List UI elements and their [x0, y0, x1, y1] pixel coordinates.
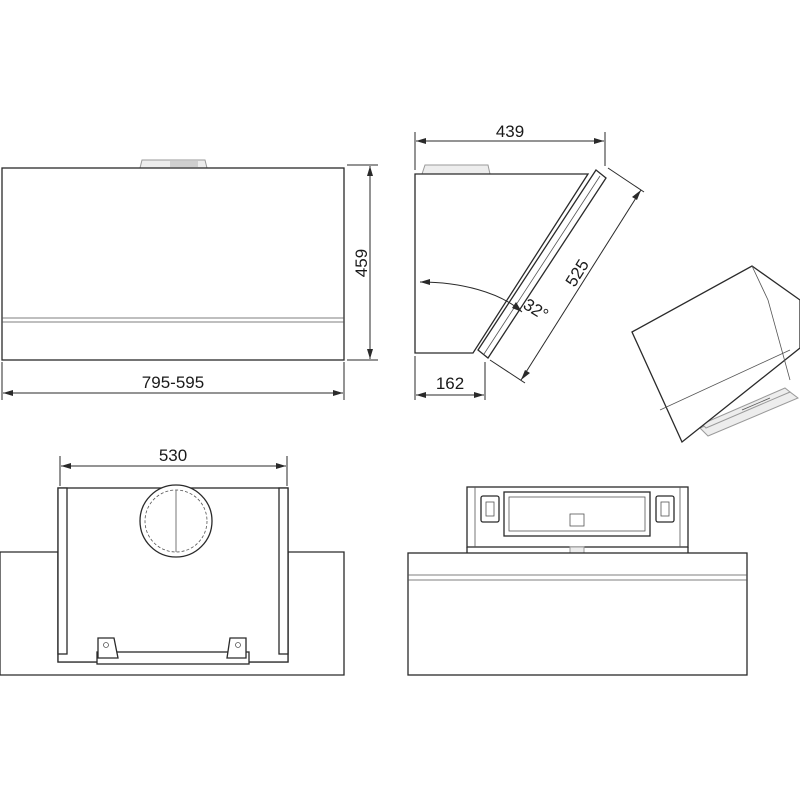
duct-spacing-dimension — [59, 456, 288, 486]
rear-view — [0, 484, 345, 676]
width-label: 795-595 — [142, 373, 204, 392]
side-top-outlet — [421, 164, 491, 175]
height-label: 459 — [352, 249, 371, 277]
depth-dimension — [414, 132, 606, 170]
base-depth-dimension — [414, 356, 486, 400]
base-depth-label: 162 — [436, 374, 464, 393]
front-panel — [1, 167, 345, 361]
perspective-glass — [631, 265, 800, 444]
glass-length-label: 525 — [562, 256, 593, 290]
left-bracket — [97, 637, 119, 659]
perspective-view — [631, 265, 800, 444]
glass-length-dimension — [489, 167, 645, 384]
underside-panel — [407, 552, 748, 676]
glass-panel — [477, 169, 607, 359]
underside-view — [407, 486, 748, 676]
duct-spacing-label: 530 — [159, 446, 187, 465]
side-body — [414, 173, 590, 354]
depth-label: 439 — [496, 122, 524, 141]
width-dimension — [1, 362, 345, 400]
height-dimension — [347, 164, 378, 361]
right-bracket — [226, 637, 247, 659]
front-view — [1, 159, 345, 361]
side-view — [414, 164, 607, 359]
